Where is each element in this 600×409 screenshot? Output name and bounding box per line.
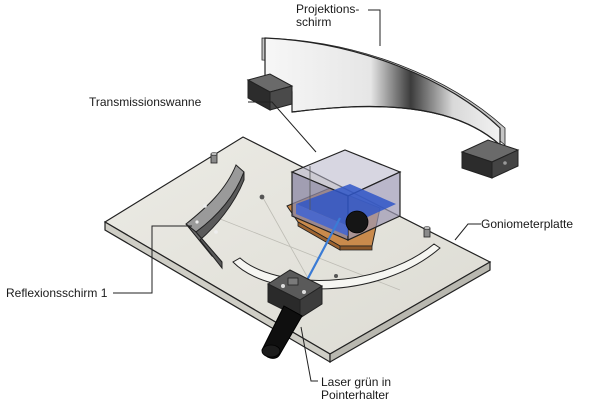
leader-projektionsschirm <box>368 9 381 46</box>
goniometer-plate <box>103 136 492 364</box>
label-projektionsschirm: Projektions- schirm <box>296 3 359 29</box>
laser-beam <box>305 217 341 283</box>
label-laser-line1: Laser grün in <box>321 375 392 389</box>
laser-pointer <box>261 269 324 359</box>
label-laser-line2: Pointerhalter <box>321 388 390 402</box>
mounting-post <box>423 226 431 238</box>
mounting-post <box>210 152 218 164</box>
ball <box>345 210 369 234</box>
transmission-tank <box>286 149 402 251</box>
screen-foot-right <box>460 139 520 179</box>
leader-goniometerplatte <box>454 223 481 241</box>
leader-lines <box>113 9 481 382</box>
projection-screen <box>246 37 520 179</box>
leader-reflexionsschirm <box>113 225 192 294</box>
leader-transmissionswanne <box>248 101 317 153</box>
label-laser: Laser grün in Pointerhalter <box>321 376 391 402</box>
label-projektionsschirm-line2: schirm <box>296 15 332 29</box>
leader-laser <box>300 326 318 382</box>
water <box>296 184 396 226</box>
label-reflexionsschirm: Reflexionsschirm 1 <box>6 286 108 300</box>
reflection-screen <box>185 164 245 270</box>
label-transmissionswanne: Transmissionswanne <box>89 95 202 109</box>
label-projektionsschirm-line1: Projektions- <box>296 2 360 16</box>
label-goniometerplatte: Goniometerplatte <box>481 217 574 231</box>
